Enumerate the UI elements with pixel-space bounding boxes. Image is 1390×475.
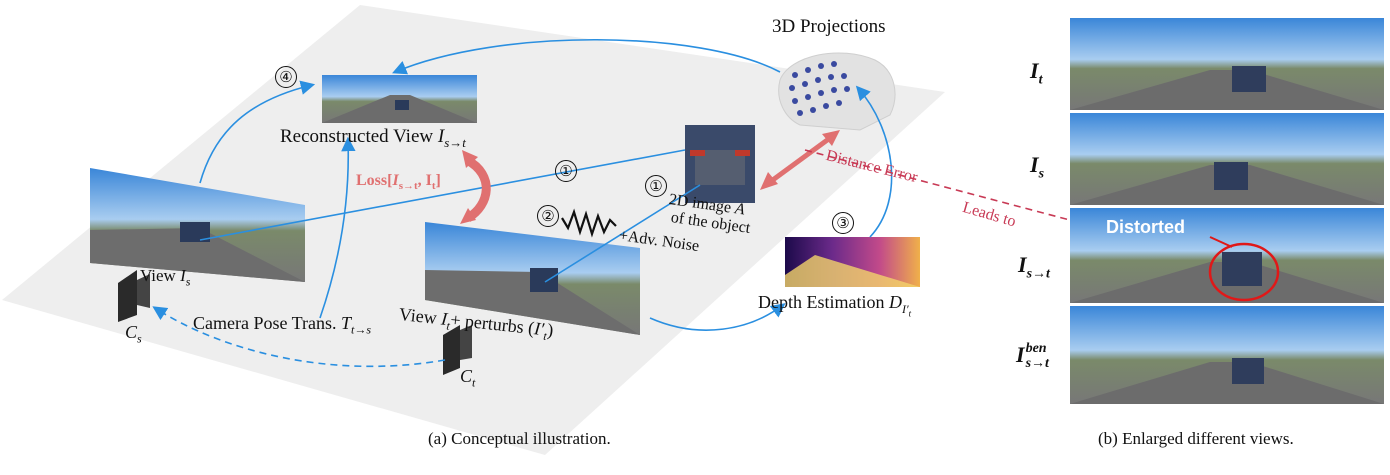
panel-is: [1070, 113, 1384, 205]
panel-is-to-t-ben: [1070, 306, 1384, 404]
arrow-pose-to-reconstructed: [319, 136, 356, 319]
distance-error-arrow: [768, 135, 832, 185]
distortion-circle: [1208, 242, 1280, 302]
arrow-ct-to-cs: [152, 306, 446, 368]
arrow-depth-to-projection: [855, 85, 893, 238]
row-label-it: It: [1030, 58, 1043, 88]
panel-it: [1070, 18, 1384, 110]
view-is-label: View Is: [140, 266, 191, 289]
reconstructed-view-image: [322, 75, 477, 123]
pose-label: Camera Pose Trans. Tt→s: [193, 313, 372, 337]
arrow-is-to-reconstructed: [199, 80, 316, 184]
caption-a: (a) Conceptual illustration.: [428, 429, 611, 448]
depth-map-image: [785, 237, 920, 287]
step-one-b: ①: [645, 175, 667, 197]
image-a: [685, 125, 755, 203]
loss-label: Loss[Is→t, It]: [356, 172, 441, 193]
arrow-it-to-depth: [649, 303, 786, 331]
arrow-projection-to-reconstructed: [392, 38, 781, 75]
car-3d-model: [778, 52, 896, 131]
camera-ct-label: Ct: [460, 366, 476, 390]
enlarged-panels: [1070, 18, 1384, 404]
leads-to-arrow: [804, 149, 1104, 233]
row-label-is: Is: [1030, 152, 1045, 182]
adv-noise-zigzag: [561, 208, 617, 238]
distorted-label: Distorted: [1106, 217, 1186, 237]
step-one-a: ①: [555, 160, 577, 182]
camera-cs: [118, 270, 150, 322]
line-is-to-image-a: [199, 149, 686, 241]
view-is-image: [90, 168, 305, 282]
line-it-to-image-a: [544, 184, 701, 283]
step-four: ④: [275, 66, 297, 88]
step-two: ②: [537, 205, 559, 227]
depth-label: Depth Estimation DI′t: [758, 292, 912, 318]
projections-label: 3D Projections: [772, 16, 886, 37]
row-label-is-to-t: Is→t: [1018, 252, 1050, 282]
view-it-image: [425, 222, 640, 335]
caption-b: (b) Enlarged different views.: [1098, 429, 1294, 448]
step-three: ③: [832, 212, 854, 234]
panel-is-to-t: [1070, 208, 1384, 303]
camera-cs-label: Cs: [125, 322, 142, 346]
loss-arrow: [464, 156, 491, 222]
reconstructed-label: Reconstructed View Is→t: [280, 126, 466, 150]
camera-ct: [443, 325, 472, 375]
